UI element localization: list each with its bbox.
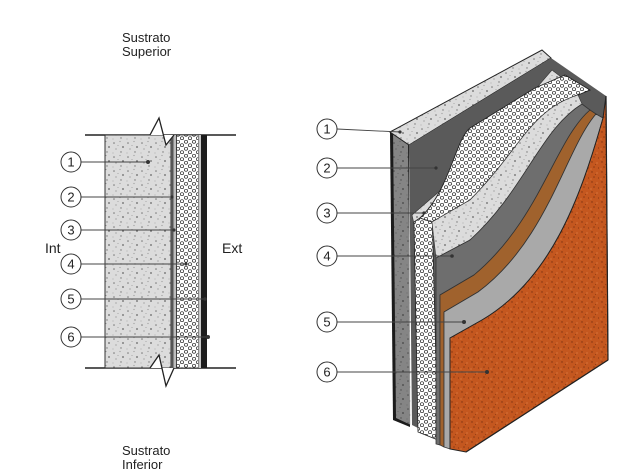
iso-callout-4: 4: [316, 245, 338, 267]
top-substrate-label-line2: Superior: [122, 44, 172, 59]
substrate-edge: [393, 130, 411, 425]
section-callout-6: 6: [60, 326, 82, 348]
iso-leader-lines: [336, 128, 487, 373]
exterior-label: Ext: [222, 240, 243, 256]
insulation-layer: [176, 134, 199, 369]
iso-callouts: 1 2 3 4 5 6: [316, 118, 338, 383]
iso-callout-4-text: 4: [323, 249, 330, 264]
top-break-symbol: [149, 116, 175, 147]
iso-leader-dots: [398, 130, 489, 374]
iso-callout-3: 3: [316, 202, 338, 224]
interior-label: Int: [45, 240, 61, 256]
bottom-break-symbol: [149, 353, 175, 389]
isometric-cutaway: 1 2 3 4 5 6: [316, 49, 609, 453]
section-callout-5: 5: [60, 288, 82, 310]
primer-layer: [171, 135, 174, 368]
section-callout-4: 4: [60, 253, 82, 275]
section-callout-3: 3: [60, 219, 82, 241]
iso-callout-1-text: 1: [323, 122, 330, 137]
iso-callout-6-text: 6: [323, 365, 330, 380]
iso-callout-5-text: 5: [323, 315, 330, 330]
top-substrate-label-line1: Sustrato: [122, 30, 171, 45]
iso-callout-1: 1: [316, 118, 338, 140]
wall-section: 1 2 3 4 5 6: [60, 116, 236, 389]
section-leader-lines: [81, 161, 208, 338]
iso-callout-3-text: 3: [323, 206, 330, 221]
section-callout-4-text: 4: [67, 257, 74, 272]
iso-callout-6: 6: [316, 361, 338, 383]
section-callout-6-text: 6: [67, 330, 74, 345]
iso-callout-5: 5: [316, 311, 338, 333]
section-callout-1: 1: [60, 151, 82, 173]
bottom-substrate-label-line1: Sustrato: [122, 443, 171, 458]
concrete-substrate: [104, 134, 172, 369]
section-callout-2: 2: [60, 186, 82, 208]
section-leader-dots: [146, 160, 210, 339]
section-callouts: 1 2 3 4 5 6: [60, 151, 82, 348]
section-callout-2-text: 2: [67, 190, 74, 205]
base-coat-layer: [198, 135, 201, 368]
finish-layer: [201, 135, 207, 368]
section-callout-3-text: 3: [67, 223, 74, 238]
bottom-substrate-label-line2: Inferior: [122, 457, 163, 472]
adhesive-layer: [173, 135, 177, 368]
iso-callout-2: 2: [316, 157, 338, 179]
section-callout-1-text: 1: [67, 155, 74, 170]
section-callout-5-text: 5: [67, 292, 74, 307]
iso-callout-2-text: 2: [323, 161, 330, 176]
